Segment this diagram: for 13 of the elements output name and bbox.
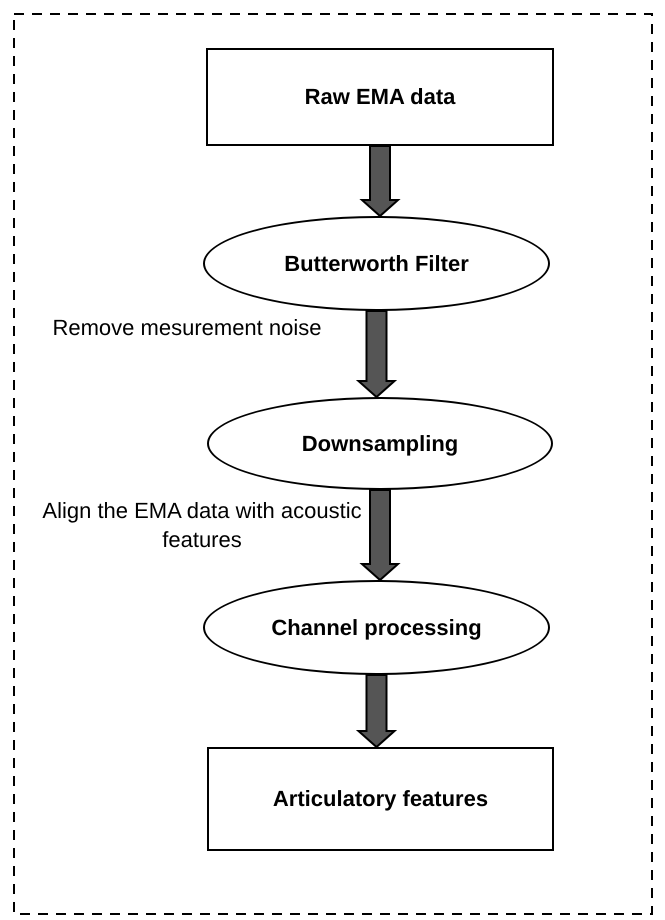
node-label: Butterworth Filter bbox=[284, 250, 469, 276]
block-arrow bbox=[359, 489, 401, 582]
process-box bbox=[207, 747, 554, 851]
edge-label: Remove mesurement noise bbox=[51, 314, 322, 342]
edge-label: Align the EMA data with acoustic features bbox=[42, 497, 362, 554]
process-box bbox=[206, 48, 554, 146]
block-arrow bbox=[356, 674, 398, 748]
block-arrow bbox=[359, 145, 401, 218]
node-label: Articulatory features bbox=[272, 786, 488, 812]
block-arrow bbox=[356, 310, 398, 398]
node-label: Channel processing bbox=[271, 614, 482, 640]
node-label: Downsampling bbox=[302, 430, 458, 456]
node-label: Raw EMA data bbox=[304, 84, 456, 110]
